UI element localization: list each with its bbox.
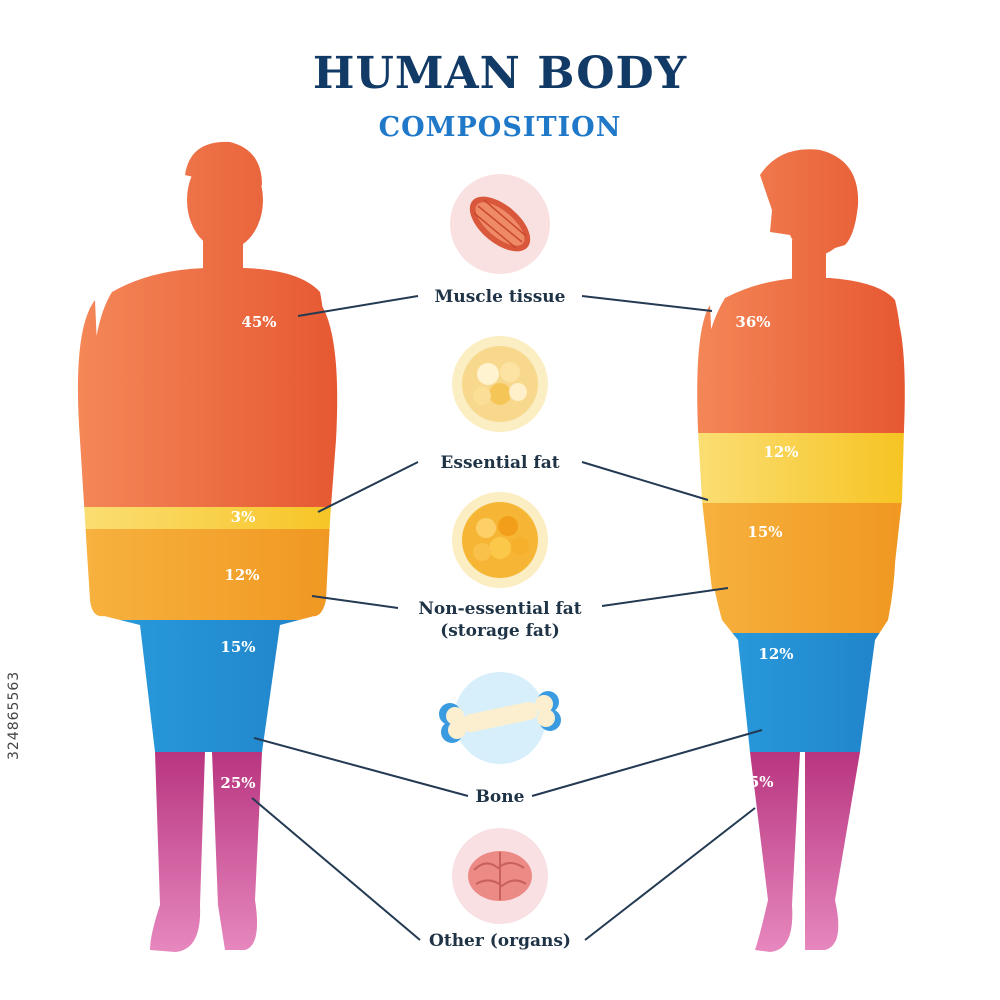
stock-id: 324865563 [6,670,22,760]
male-band-organs [77,752,338,952]
fat-cell-icon [452,336,548,432]
male-pct-muscle: 45% [241,313,277,331]
title: HUMAN BODY [312,48,688,99]
label-essential-fat: Essential fat [434,451,566,475]
female-band-organs [697,752,905,952]
label-non-essential-fat-line1: Non-essential fat [418,599,582,619]
female-pct-muscle: 36% [735,313,771,331]
label-other-organs: Other (organs) [423,929,577,953]
female-band-bone [697,633,905,752]
label-bone: Bone [469,785,531,809]
male-pct-essential-fat: 3% [230,508,256,526]
female-pct-organs: 25% [738,773,774,791]
line-muscle-male [297,295,419,317]
line-bone-male [253,737,469,797]
line-organs-male [251,797,421,941]
male-band-muscle [77,141,338,507]
connector-lines [251,295,763,941]
line-storage-male [311,595,399,609]
male-pct-bone: 15% [220,638,256,656]
line-essential-male [317,461,419,513]
female-band-muscle [697,149,905,433]
brain-organ-icon [452,828,548,924]
line-storage-female [601,587,729,607]
male-pct-storage-fat: 12% [224,566,260,584]
male-band-essential-fat [77,507,338,529]
female-band-essential-fat [697,433,905,503]
line-organs-female [584,807,756,941]
line-essential-female [581,461,709,501]
female-band-storage-fat [697,503,905,633]
bone-icon [439,672,561,764]
label-muscle-tissue: Muscle tissue [428,285,572,309]
muscle-fiber-icon [450,174,550,274]
female-pct-bone: 12% [758,645,794,663]
line-bone-female [531,729,763,797]
male-band-storage-fat [77,529,338,620]
female-pct-essential-fat: 12% [763,443,799,461]
subtitle: COMPOSITION [378,112,622,143]
label-non-essential-fat: Non-essential fat (storage fat) [412,597,588,643]
line-muscle-female [581,295,713,312]
label-non-essential-fat-line2: (storage fat) [440,621,560,641]
male-pct-organs: 25% [220,774,256,792]
storage-fat-cell-icon [452,492,548,588]
male-silhouette [77,141,338,952]
female-pct-storage-fat: 15% [747,523,783,541]
male-band-bone [77,620,338,752]
